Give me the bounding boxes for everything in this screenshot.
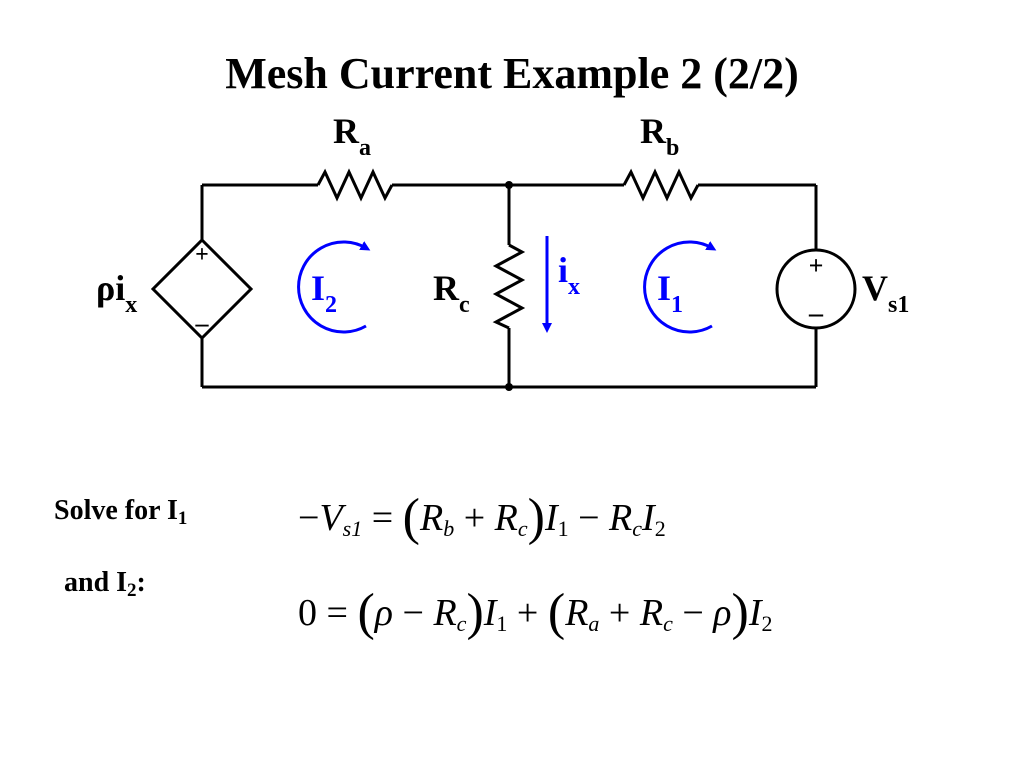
dep-source-minus: – — [195, 309, 210, 338]
solve-text-line1: Solve for I1 — [54, 495, 188, 529]
mesh-1-label: I1 — [657, 268, 683, 318]
label-dep-source: ρix — [96, 268, 137, 318]
voltage-source-vs1 — [775, 248, 857, 330]
label-ra: Ra — [333, 111, 371, 161]
mesh-2-label: I2 — [311, 268, 337, 318]
label-rc: Rc — [433, 268, 470, 318]
solve-text-line2: and I2: — [64, 567, 146, 601]
label-rb: Rb — [640, 111, 679, 161]
dep-source-plus: + — [195, 242, 209, 268]
equation-2: 0 = (ρ − Rc)I1 + (Ra + Rc − ρ)I2 — [298, 584, 773, 641]
resistor-rb — [622, 168, 700, 202]
mesh-1-arrow — [643, 240, 717, 334]
vs1-plus: + — [809, 251, 824, 280]
resistor-rc — [492, 243, 526, 330]
slide-title: Mesh Current Example 2 (2/2) — [225, 49, 799, 98]
mesh-2-arrow — [297, 240, 371, 334]
vs1-minus: – — [808, 298, 824, 329]
resistor-ra — [316, 168, 394, 202]
node-top — [505, 181, 513, 189]
label-vs1: Vs1 — [862, 268, 909, 318]
label-ix: ix — [558, 250, 580, 300]
dependent-voltage-source — [150, 237, 254, 341]
node-bottom — [505, 383, 513, 391]
equation-1: −Vs1 = (Rb + Rc)I1 − RcI2 — [298, 489, 666, 546]
